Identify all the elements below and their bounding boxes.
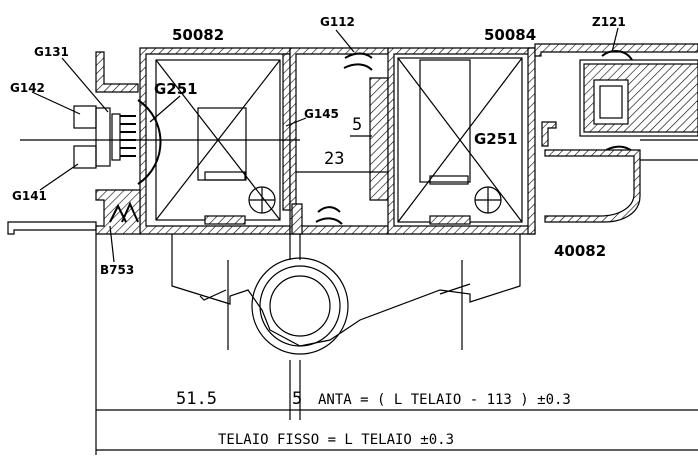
hinge-hardware xyxy=(7,51,300,235)
profile-50082 xyxy=(139,47,291,235)
dim-telaio-fisso: TELAIO FISSO = L TELAIO ±0.3 xyxy=(218,432,454,448)
label-g145: G145 xyxy=(304,107,339,121)
center-joint xyxy=(289,47,389,235)
dim-51-5: 51.5 xyxy=(176,389,217,409)
label-g251-left: G251 xyxy=(154,80,198,98)
label-g251-right: G251 xyxy=(474,130,518,148)
dimension-texts: 5 23 51.5 5 ANTA = ( L TELAIO - 113 ) ±0… xyxy=(176,115,571,448)
dim-anta: ANTA = ( L TELAIO - 113 ) ±0.3 xyxy=(318,392,571,408)
profile-50084 xyxy=(387,47,536,235)
label-40082: 40082 xyxy=(554,242,606,260)
label-z121: Z121 xyxy=(592,15,626,29)
part-labels: G131 G142 G141 G251 G145 G112 50082 5008… xyxy=(10,15,626,277)
label-g131: G131 xyxy=(34,45,69,59)
dimension-lines xyxy=(95,135,698,455)
label-b753: B753 xyxy=(100,263,134,277)
label-50084: 50084 xyxy=(484,26,536,44)
dim-5-bottom: 5 xyxy=(292,389,302,409)
label-g142: G142 xyxy=(10,81,45,95)
sash-section xyxy=(534,43,698,223)
label-g112: G112 xyxy=(320,15,355,29)
label-50082: 50082 xyxy=(172,26,224,44)
leader-lines xyxy=(31,27,619,263)
dim-23: 23 xyxy=(324,149,344,169)
dim-5-top: 5 xyxy=(352,115,362,135)
lower-hinge-body xyxy=(171,234,521,355)
label-g141: G141 xyxy=(12,189,47,203)
